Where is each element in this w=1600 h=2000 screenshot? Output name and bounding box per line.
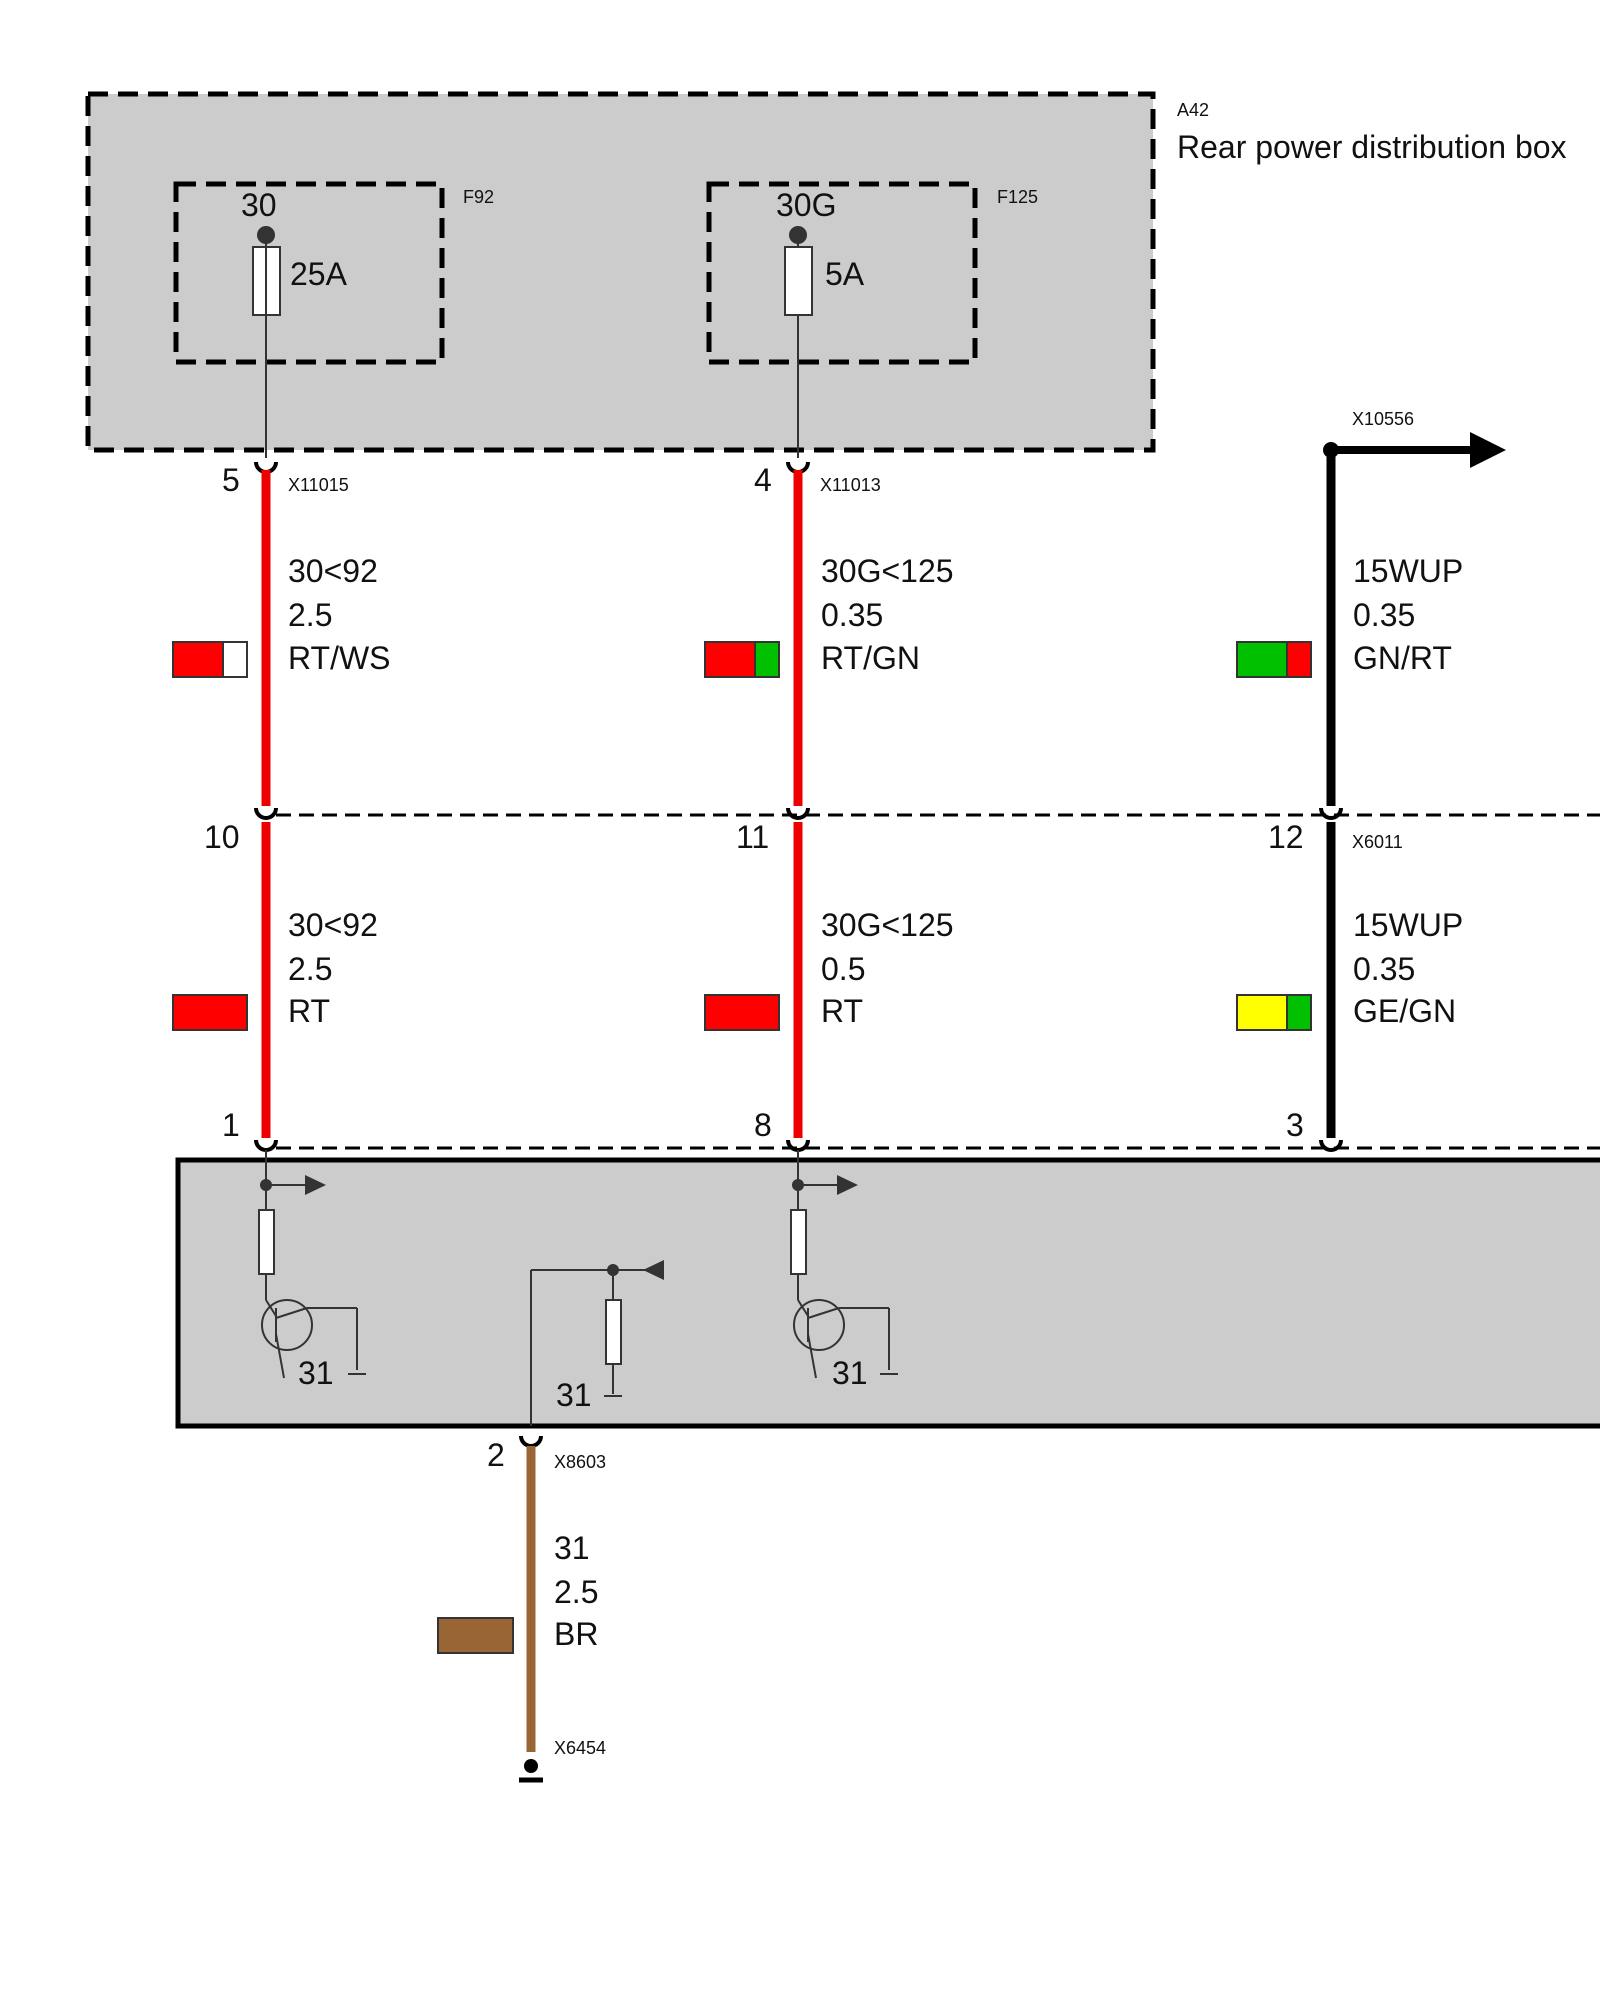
connector-x11013-label: X11013 xyxy=(820,475,881,495)
pin-12-label: 12 xyxy=(1268,819,1304,855)
ground-label-3: 31 xyxy=(832,1355,868,1391)
fuse-f125-id: F125 xyxy=(997,187,1038,207)
arrow-left-icon xyxy=(643,1260,664,1280)
wire-signal: 30<92 xyxy=(288,553,378,589)
connector-x11015-label: X11015 xyxy=(288,475,349,495)
connector-x8603-label: X8603 xyxy=(554,1452,606,1472)
wire-gauge: 0.5 xyxy=(821,951,865,987)
wire-color-code: RT/GN xyxy=(821,640,920,676)
driver-circuit-1 xyxy=(258,1150,366,1379)
wire-signal: 31 xyxy=(554,1530,590,1566)
connector-x10556-label: X10556 xyxy=(1352,409,1414,429)
connector-pin-2 xyxy=(519,1435,543,1448)
fuse-f125-terminal: 30G xyxy=(776,187,836,223)
ground-sense-circuit xyxy=(530,1260,664,1426)
wire-signal: 30G<125 xyxy=(821,907,954,943)
pin-8-label: 8 xyxy=(754,1107,772,1143)
pin-1-label: 1 xyxy=(222,1107,240,1143)
wire-label-lower-1: 30<92 2.5 RT xyxy=(172,907,378,1031)
wire-color-swatch xyxy=(704,641,756,678)
pin-2-label: 2 xyxy=(487,1437,505,1473)
fuse-f125-rating: 5A xyxy=(825,256,865,292)
fuse-f92-rating: 25A xyxy=(290,256,348,292)
wire-gauge: 0.35 xyxy=(821,597,883,633)
wire-gauge: 2.5 xyxy=(554,1574,598,1610)
connector-x6011: 10 11 12 X6011 xyxy=(204,807,1600,855)
wire-color-swatch-stripe xyxy=(1286,994,1312,1031)
driver-circuit-2 xyxy=(790,1150,898,1379)
pin-4-label: 4 xyxy=(754,462,772,498)
fuse-f125: F125 30G 5A xyxy=(706,181,1038,458)
control-module-housing xyxy=(175,1157,1600,1429)
arrow-right-icon xyxy=(1470,432,1506,468)
box-name-label: Rear power distribution box xyxy=(1177,129,1567,165)
wire-gauge: 0.35 xyxy=(1353,597,1415,633)
wire-color-swatch xyxy=(172,994,248,1031)
wire-color-swatch xyxy=(172,641,224,678)
pin-5-label: 5 xyxy=(222,462,240,498)
wire-signal: 15WUP xyxy=(1353,907,1463,943)
wire-label-lower-3: 15WUP 0.35 GE/GN xyxy=(1236,907,1463,1031)
wire-signal: 30<92 xyxy=(288,907,378,943)
pin-10-label: 10 xyxy=(204,819,240,855)
wire-color-code: RT xyxy=(288,993,330,1029)
arrow-right-icon xyxy=(837,1175,858,1195)
wire-label-upper-1: 30<92 2.5 RT/WS xyxy=(172,553,391,678)
rear-power-distribution-box: A42 Rear power distribution box F92 30 2… xyxy=(85,91,1567,458)
wire-color-swatch xyxy=(1236,641,1288,678)
connector-x6011-label: X6011 xyxy=(1352,832,1403,852)
arrow-right-icon xyxy=(305,1175,326,1195)
wire-signal: 15WUP xyxy=(1353,553,1463,589)
ground-wire: 2 X8603 31 2.5 BR X6454 xyxy=(437,1435,606,1783)
box-id-label: A42 xyxy=(1177,100,1209,120)
wire-signal: 30G<125 xyxy=(821,553,954,589)
wire-color-code: RT xyxy=(821,993,863,1029)
fuse-f92-terminal: 30 xyxy=(241,187,277,223)
wire-color-swatch xyxy=(704,994,780,1031)
wire-color-code: BR xyxy=(554,1616,598,1652)
wire-label-upper-2: 30G<125 0.35 RT/GN xyxy=(704,553,954,678)
control-module: 1 8 3 31 xyxy=(175,1107,1600,1429)
wire-gauge: 2.5 xyxy=(288,951,332,987)
ground-label-1: 31 xyxy=(298,1355,334,1391)
wire-gauge: 0.35 xyxy=(1353,951,1415,987)
wire-color-code: GN/RT xyxy=(1353,640,1452,676)
fuse-f92: F92 30 25A xyxy=(173,181,494,458)
wire-label-upper-3: 15WUP 0.35 GN/RT xyxy=(1236,553,1463,678)
upper-connectors: 5 X11015 4 X11013 X10556 xyxy=(222,409,1506,498)
wire-color-swatch-stripe xyxy=(222,641,248,678)
connector-x6454-label: X6454 xyxy=(554,1738,606,1758)
wire-label-lower-2: 30G<125 0.5 RT xyxy=(704,907,954,1031)
pin-11-label: 11 xyxy=(736,819,769,855)
wire-color-swatch-stripe xyxy=(754,641,780,678)
fuse-f125-symbol xyxy=(784,246,813,316)
ground-label-2: 31 xyxy=(556,1377,592,1413)
wire-color-swatch xyxy=(437,1617,514,1654)
wire-color-code: GE/GN xyxy=(1353,993,1456,1029)
wire-color-swatch xyxy=(1236,994,1288,1031)
pin-3-label: 3 xyxy=(1286,1107,1304,1143)
wire-color-code: RT/WS xyxy=(288,640,391,676)
fuse-f92-id: F92 xyxy=(463,187,494,207)
wire-gauge: 2.5 xyxy=(288,597,332,633)
ground-point-icon xyxy=(524,1759,538,1773)
wire-color-swatch-stripe xyxy=(1286,641,1312,678)
